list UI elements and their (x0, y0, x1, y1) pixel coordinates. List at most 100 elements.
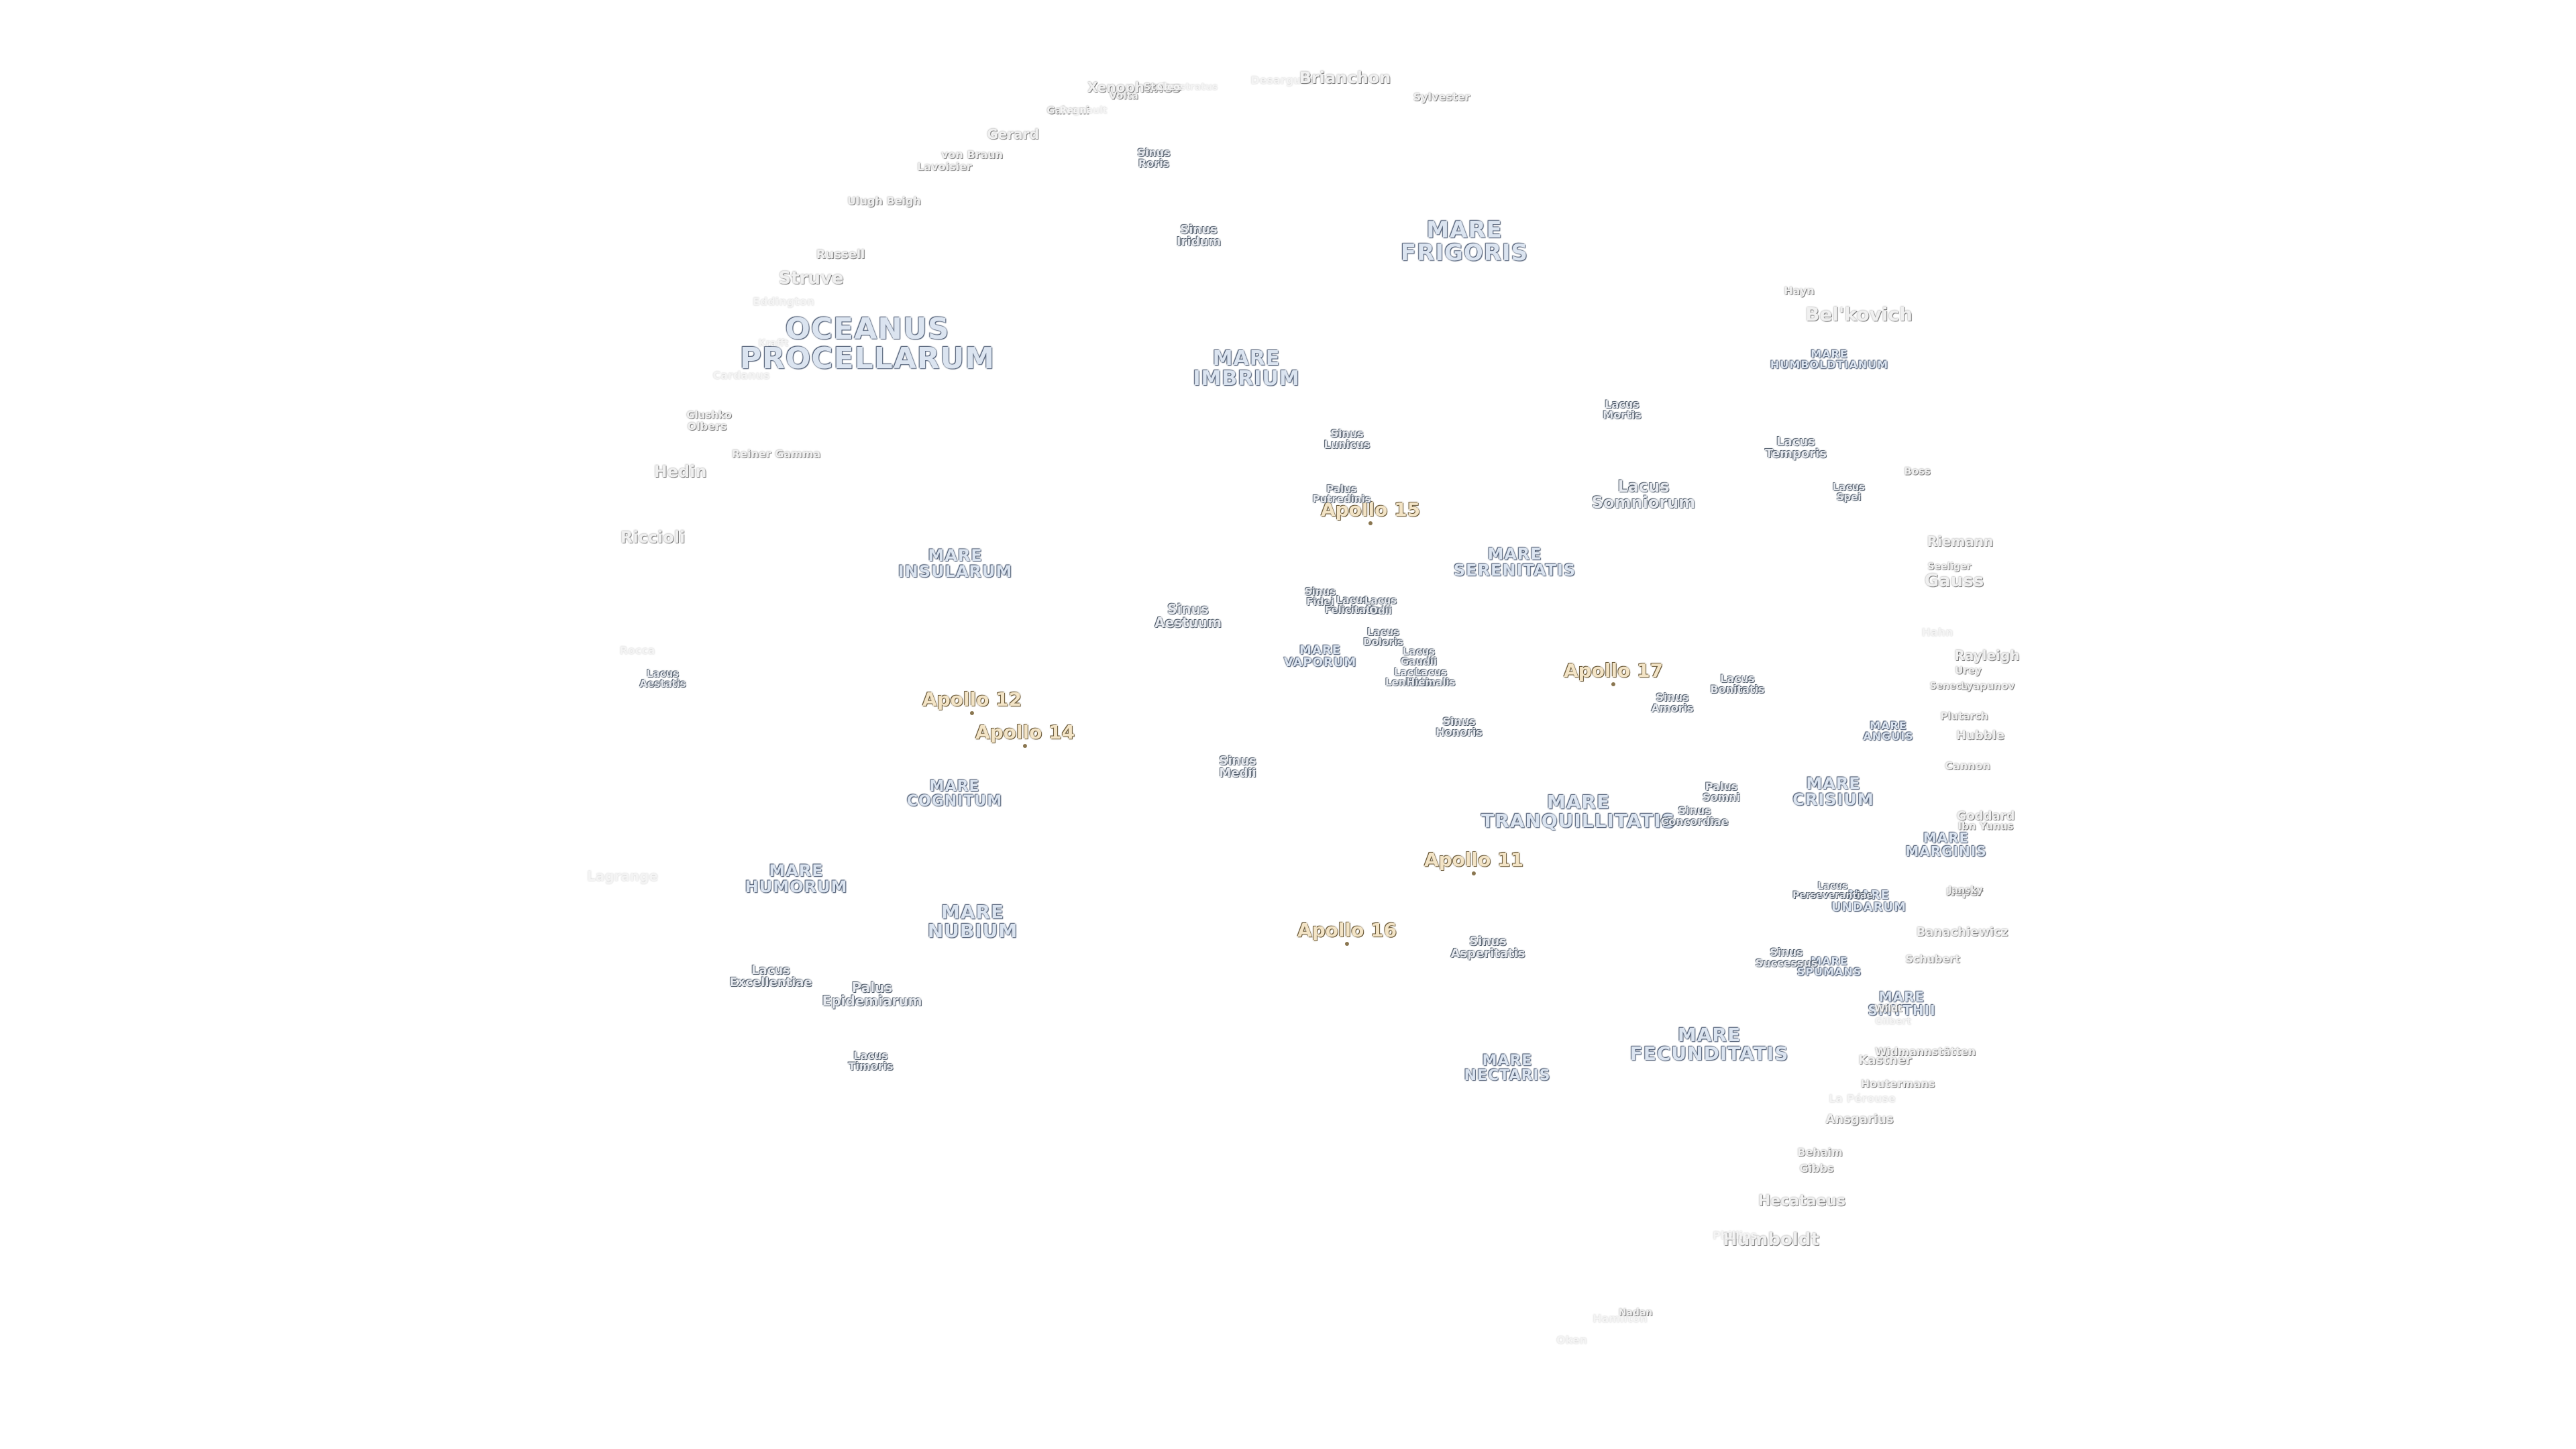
map-label-schubert: Schubert (1905, 953, 1960, 965)
map-label-ulugh-beigh: Ulugh Beigh (847, 195, 921, 207)
map-label-phillips: Phillips (1712, 1229, 1758, 1242)
map-label-sinus-successus: Sinus Successus (1755, 946, 1818, 969)
map-label-seeliger: Seeliger (1927, 561, 1972, 572)
map-label-lacus-doloris: Lacus Doloris (1363, 626, 1403, 648)
map-label-lacus-excellentiae: Lacus Excellentiae (729, 963, 812, 989)
map-label-lacus-felicitatis: Lacus Felicitatis (1324, 594, 1381, 616)
map-label-gilbert: Gilbert (1874, 1016, 1912, 1027)
landing-site-apollo-15: Apollo 15 (1320, 498, 1421, 525)
map-label-hubble: Hubble (1955, 729, 2005, 743)
map-label-galvani: Galvani (1046, 104, 1089, 117)
map-label-riemann: Riemann (1927, 533, 1994, 549)
map-label-sylvester: Sylvester (1413, 91, 1470, 103)
landing-site-apollo-16: Apollo 16 (1297, 919, 1397, 946)
map-label-hedin: Hedin (653, 462, 707, 481)
map-label-lacus-spei: Lacus Spei (1832, 481, 1866, 503)
map-label-hayn: Hayn (1784, 284, 1815, 297)
landing-site-apollo-11: Apollo 11 (1424, 849, 1524, 875)
map-label-volta: Volta (1109, 89, 1138, 102)
map-label-mare-crisium: MARE CRISIUM (1792, 774, 1874, 809)
map-label-lacus-odii: Lacus Odii (1364, 594, 1397, 616)
map-label-cleostratus: Cleostratus (1157, 82, 1218, 93)
map-label-widmannst-tten: Widmannstätten (1874, 1045, 1976, 1058)
map-label-plutarch: Plutarch (1940, 710, 1988, 722)
map-label-eddington: Eddington (752, 295, 815, 308)
map-label-gauss: Gauss (1924, 571, 1984, 591)
map-label-mare-spumans: MARE SPUMANS (1796, 955, 1862, 978)
map-label-desargues: Desargues (1250, 74, 1315, 87)
map-label-mare-tranquillitatis: MARE TRANQUILLITATIS (1481, 791, 1676, 832)
landing-site-apollo-12: Apollo 12 (922, 688, 1022, 715)
map-label-reiner-gamma: Reiner Gamma (731, 447, 821, 460)
map-label-mare-humorum: MARE HUMORUM (745, 861, 848, 896)
map-label-sinus-honoris: Sinus Honoris (1436, 715, 1483, 739)
map-label-hahn: Hahn (1921, 626, 1953, 639)
map-label-stokes: Stokes (1143, 80, 1182, 93)
map-label-mare-cognitum: MARE COGNITUM (906, 778, 1003, 810)
map-label-ansgarius: Ansgarius (1825, 1112, 1894, 1126)
map-label-sinus-lunicus: Sinus Lunicus (1324, 427, 1371, 451)
map-label-neper: Neper (1945, 885, 1983, 898)
map-label-gibbs: Gibbs (1799, 1162, 1834, 1175)
map-label-sinus-aestuum: Sinus Aestuum (1155, 601, 1222, 631)
map-label-struve: Struve (778, 268, 844, 288)
map-label-gerard: Gerard (987, 126, 1039, 142)
map-label-behaim: Behaim (1797, 1146, 1843, 1159)
map-label-lyapunov: Lyapunov (1960, 680, 2015, 692)
map-label-mare-nectaris: MARE NECTARIS (1464, 1053, 1551, 1084)
map-label-urey: Urey (1955, 664, 1982, 677)
map-label-banachiewicz: Banachiewicz (1916, 925, 2008, 939)
map-label-hamilton: Hamilton (1593, 1312, 1648, 1325)
map-label-palus-putredinis: Palus Putredinis (1312, 483, 1371, 505)
map-label-hecataeus: Hecataeus (1758, 1193, 1846, 1210)
map-label-mare-marginis: MARE MARGINIS (1905, 830, 1987, 859)
map-label-mare-undarum: MARE UNDARUM (1831, 888, 1907, 914)
map-label-jansky: Jansky (1948, 885, 1983, 896)
map-label-russell: Russell (816, 248, 865, 262)
map-label-mare-smythii: MARE SMYTHII (1868, 989, 1936, 1018)
landing-site-apollo-14: Apollo 14 (975, 721, 1075, 748)
map-label-kastner: Kastner (1858, 1053, 1912, 1067)
map-label-boss: Boss (1904, 465, 1931, 478)
map-label-mare-fecunditatis: MARE FECUNDITATIS (1629, 1024, 1789, 1065)
map-label-mare-insularum: MARE INSULARUM (898, 546, 1013, 581)
map-label-mare-serenitatis: MARE SERENITATIS (1453, 545, 1576, 580)
map-label-olbers: Olbers (687, 420, 727, 433)
map-label-sinus-roris: Sinus Roris (1137, 146, 1171, 170)
map-label-riccioli: Riccioli (620, 528, 686, 547)
map-label-nadan: Nadan (1618, 1307, 1653, 1318)
map-label-sinus-concordiae: Sinus Concordiae (1660, 804, 1729, 828)
map-label-rayleigh: Rayleigh (1954, 647, 2020, 663)
map-label-cannon: Cannon (1945, 759, 1990, 772)
map-label-wildt: Wildt (1874, 1004, 1902, 1014)
map-label-lacus-temporis: Lacus Temporis (1765, 435, 1827, 461)
map-label-lacus-bonitatis: Lacus Bonitatis (1710, 672, 1765, 696)
map-label-sinus-medii: Sinus Medii (1219, 754, 1256, 780)
map-label-oken: Oken (1556, 1334, 1588, 1346)
map-label-lacus-perseverantiae: Lacus Perseverantiae (1792, 881, 1873, 901)
map-label-lacus-gaudii: Lacus Gaudii (1400, 645, 1438, 667)
map-label-brianchon: Brianchon (1299, 68, 1391, 87)
map-label-lacus-hiemalis: Lacus Hiemalis (1406, 666, 1456, 688)
map-label-lagrange: Lagrange (586, 868, 659, 884)
map-label-sinus-iridum: Sinus Iridum (1176, 223, 1222, 249)
map-label-lacus-timoris: Lacus Timoris (848, 1049, 894, 1073)
map-label-mare-anguis: MARE ANGUIS (1863, 719, 1914, 743)
map-label-glushko: Glushko (686, 409, 732, 421)
map-label-mare-humboldtianum: MARE HUMBOLDTIANUM (1770, 347, 1889, 371)
map-label-ibn-yunus: Ibn Yunus (1957, 820, 2014, 833)
map-label-lacus-somniorum: Lacus Somniorum (1591, 477, 1696, 512)
map-label-sinus-amoris: Sinus Amoris (1651, 691, 1694, 714)
map-label-bel-kovich: Bel'kovich (1805, 303, 1913, 325)
map-label-mare-vaporum: MARE VAPORUM (1283, 643, 1357, 669)
map-label-houtermans: Houtermans (1860, 1077, 1935, 1090)
map-label-lacus-mortis: Lacus Mortis (1603, 398, 1642, 421)
map-label-rocca: Rocca (619, 644, 655, 657)
map-label-palus-somni: Palus Somni (1702, 780, 1741, 804)
map-label-mare-frigoris: MARE FRIGORIS (1400, 217, 1529, 266)
map-label-regnault: Regnault (1059, 105, 1108, 116)
map-label-lacus-aestatis: Lacus Aestatis (639, 667, 686, 690)
map-label-mare-nubium: MARE NUBIUM (927, 901, 1018, 942)
map-label-sinus-fidei: Sinus Fidei (1304, 586, 1336, 608)
